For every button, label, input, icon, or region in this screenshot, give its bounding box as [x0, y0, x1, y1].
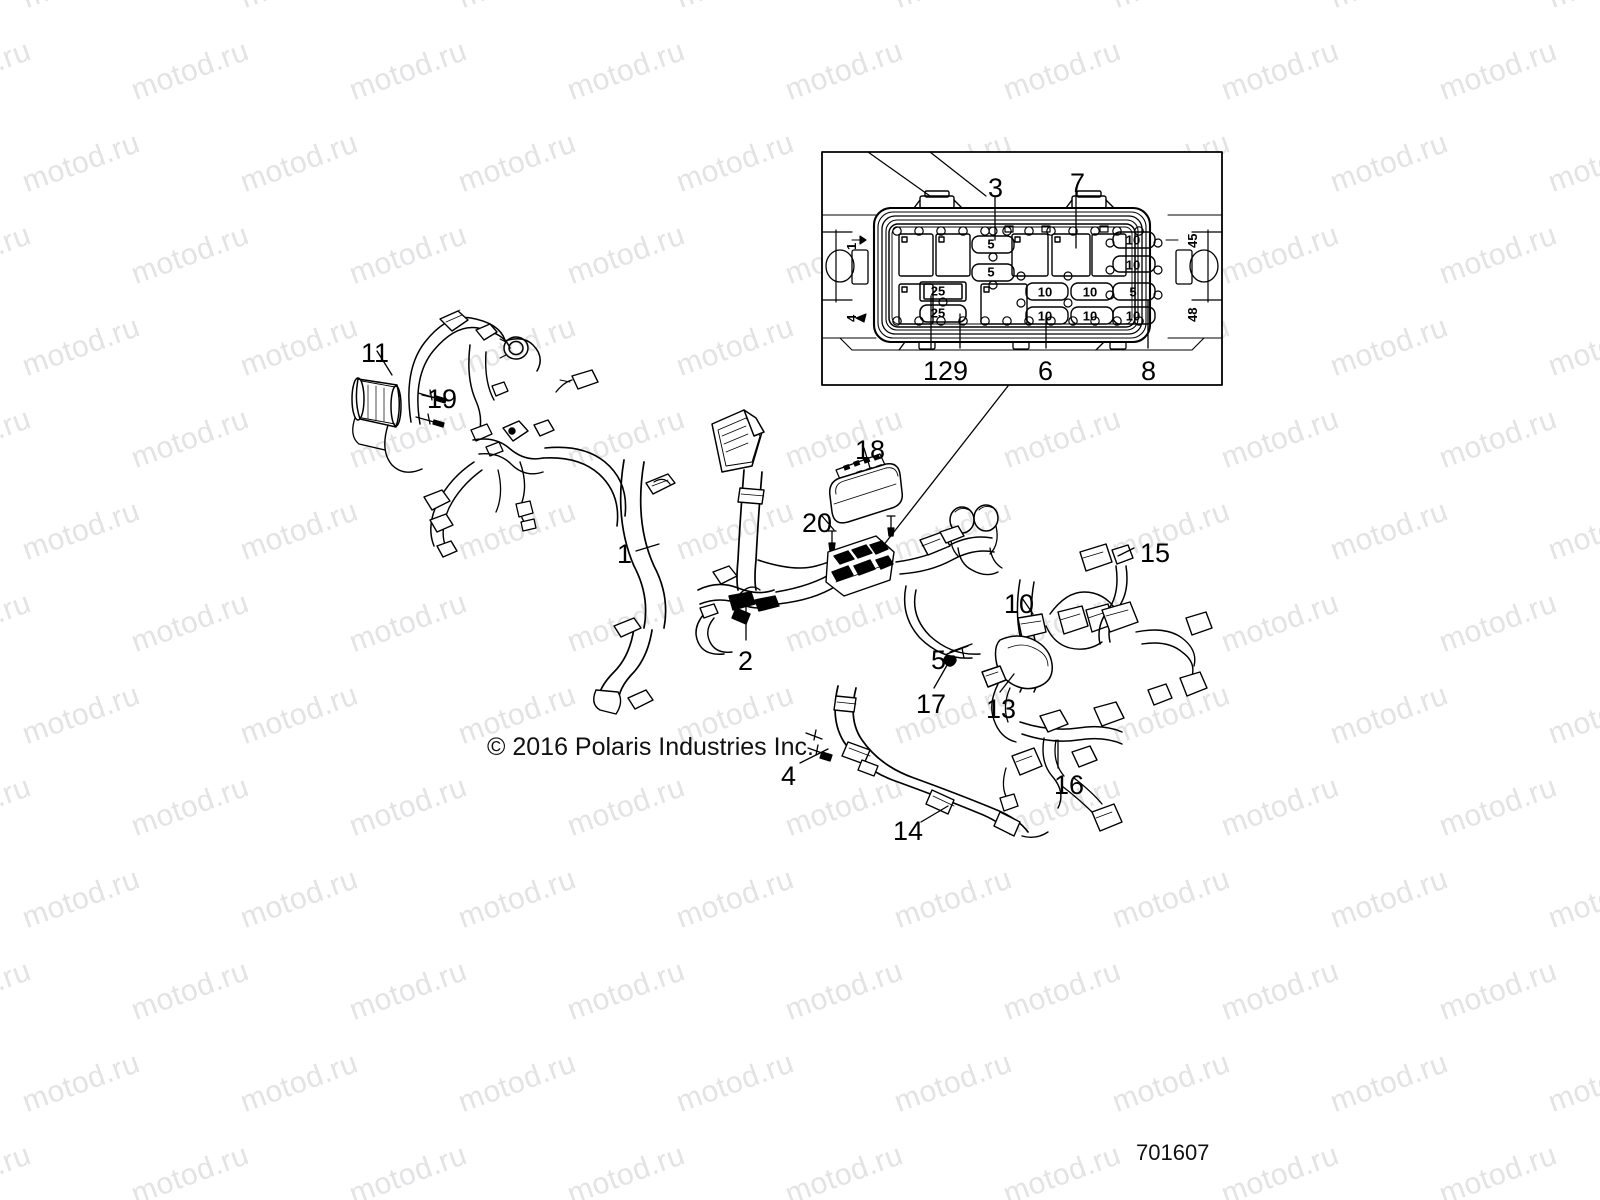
fuse-rating-label: 25: [930, 283, 946, 299]
fuse-rating-label: 10: [1082, 308, 1098, 324]
callout-3: 3: [988, 173, 1004, 203]
fuse-rating-label: 10: [1125, 232, 1141, 248]
copyright-notice: © 2016 Polaris Industries Inc.: [487, 733, 814, 761]
fuse-rating-label: 10: [1125, 308, 1141, 324]
fuse-rating-label: 10: [1037, 308, 1053, 324]
edge-marker-1: 1: [844, 242, 859, 250]
callout-9: 9: [953, 356, 969, 386]
callout-17: 17: [916, 689, 947, 719]
fuse-rating-label: 5: [987, 264, 995, 280]
fuse-rating-label: 5: [1129, 284, 1137, 300]
right-harness-network: [895, 504, 1213, 832]
callout-14: 14: [893, 816, 924, 846]
part-number-label: 701607: [1136, 1140, 1210, 1165]
fuse-rating-label: 10: [1082, 284, 1098, 300]
callout-11: 11: [361, 338, 390, 368]
callout-6: 6: [1038, 356, 1054, 386]
callout-7: 7: [1070, 168, 1086, 198]
callout-15: 15: [1140, 538, 1171, 568]
inset-leader-line: [871, 385, 1009, 561]
callout-13: 13: [986, 694, 1017, 724]
fuse-rating-label: 5: [987, 236, 995, 252]
callout-8: 8: [1141, 356, 1157, 386]
callout-20: 20: [802, 508, 833, 538]
edge-marker-4: 4: [844, 314, 859, 322]
callout-leaders: [376, 350, 1135, 823]
relay-module-group: [825, 453, 904, 597]
callout-1: 1: [617, 539, 633, 569]
callout-12: 12: [923, 356, 954, 386]
edge-marker-45: 45: [1185, 233, 1200, 248]
edge-marker-48: 48: [1185, 307, 1200, 322]
left-sub-harness: [351, 309, 627, 558]
callout-16: 16: [1054, 770, 1085, 800]
main-harness-trunk: [593, 409, 879, 715]
lower-harness-run: [805, 685, 1049, 839]
fuse-rating-label: 25: [930, 305, 946, 321]
callout-19: 19: [427, 384, 458, 414]
callout-18: 18: [855, 435, 886, 465]
fuse-rating-label: 10: [1037, 284, 1053, 300]
fuse-box-detail-group: [821, 151, 1223, 386]
callout-4: 4: [781, 761, 797, 791]
fuse-rating-label: 10: [1125, 257, 1141, 273]
callout-5: 5: [931, 645, 947, 675]
callout-10: 10: [1004, 589, 1035, 619]
callout-2: 2: [738, 646, 754, 676]
